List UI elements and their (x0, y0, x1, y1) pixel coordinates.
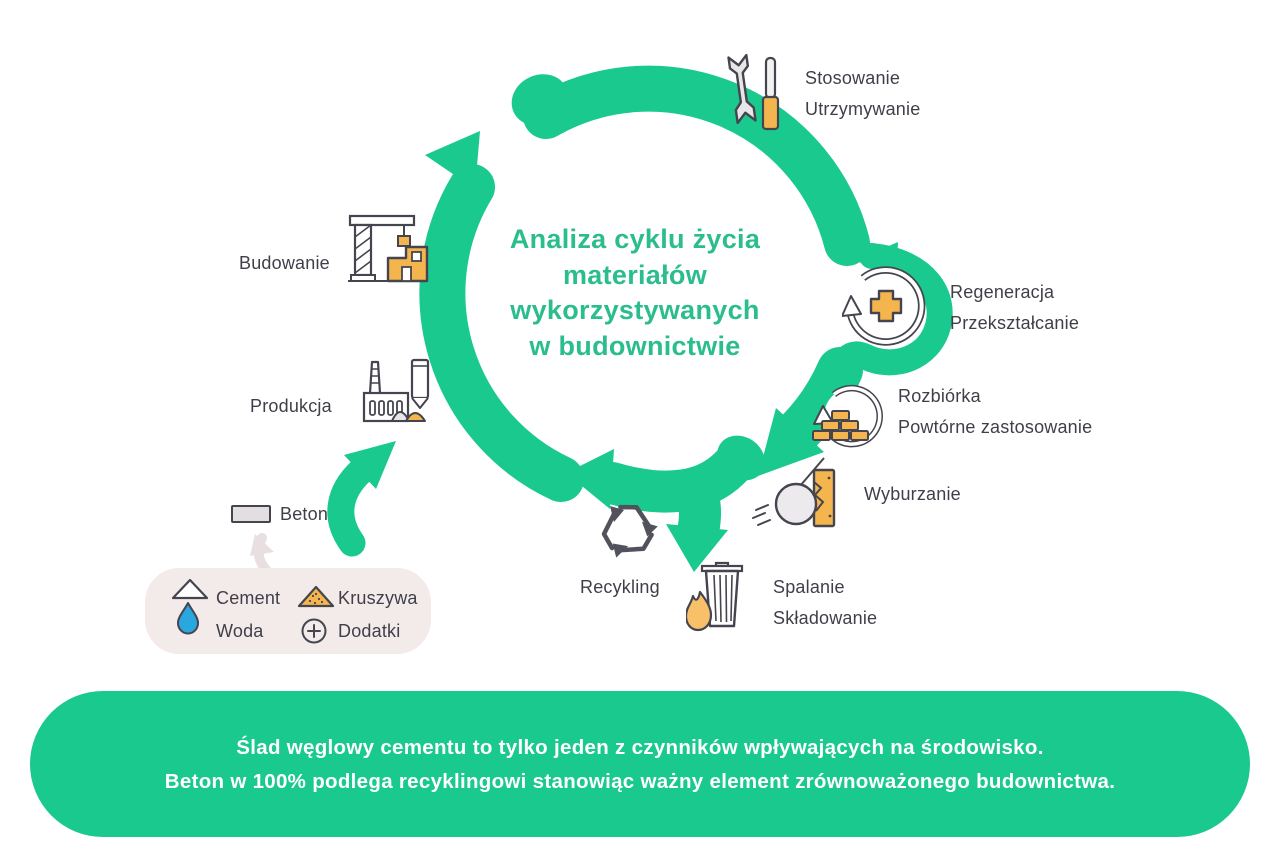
stage-label-rozbiorka: Rozbiórka Powtórne zastosowanie (898, 381, 1092, 443)
footer-banner: Ślad węglowy cementu to tylko jeden z cz… (30, 691, 1250, 837)
stage-line: Regeneracja (950, 282, 1055, 302)
legend-text: Dodatki (338, 621, 401, 641)
stage-label-produkcja: Produkcja (250, 391, 332, 422)
stage-line: Wyburzanie (864, 484, 961, 504)
legend-label-woda: Woda (216, 616, 264, 647)
stage-line: Rozbiórka (898, 386, 981, 406)
pill-to-beton-arrow (250, 533, 274, 574)
title-line: w budownictwie (529, 330, 741, 361)
bricks-reuse-icon (812, 384, 883, 448)
stage-label-stosowanie: Stosowanie Utrzymywanie (805, 63, 920, 125)
trash-fire-icon (686, 561, 744, 632)
stage-line: Powtórne zastosowanie (898, 417, 1093, 437)
title-line: materiałów (562, 259, 708, 290)
banner-line: Ślad węglowy cementu to tylko jeden z cz… (236, 736, 1044, 759)
stage-label-spalanie: Spalanie Składowanie (773, 572, 877, 634)
cement-triangle-icon (171, 578, 209, 600)
legend-text: Woda (216, 621, 264, 641)
stage-line: Spalanie (773, 577, 845, 597)
crane-icon (348, 214, 429, 283)
stage-line: Recykling (580, 577, 660, 597)
factory-icon (362, 358, 430, 423)
aggregate-pile-icon (297, 585, 335, 608)
recycling-icon (601, 504, 658, 558)
page-title: Analiza cyklu życia materiałów wykorzyst… (455, 222, 815, 364)
legend-text: Cement (216, 588, 281, 608)
title-line: Analiza cyklu życia (509, 224, 761, 254)
additives-plus-icon (301, 618, 327, 644)
stage-line: Składowanie (773, 608, 878, 628)
banner-line: Beton w 100% podlega recyklingowi stanow… (164, 770, 1116, 793)
stage-line: Produkcja (250, 396, 332, 416)
concrete-swatch (231, 505, 271, 523)
wrecking-ball-icon (752, 457, 836, 528)
wrench-screwdriver-icon (727, 53, 780, 131)
legend-text: Kruszywa (338, 588, 418, 608)
stage-label-budowanie: Budowanie (239, 248, 330, 279)
stage-line: Budowanie (239, 253, 330, 273)
legend-label-dodatki: Dodatki (338, 616, 400, 647)
beton-text: Beton (280, 504, 329, 524)
stage-label-recykling: Recykling (580, 572, 660, 603)
legend-label-kruszywa: Kruszywa (338, 583, 418, 614)
title-line: wykorzystywanych (510, 295, 760, 325)
stage-label-wyburzanie: Wyburzanie (864, 479, 961, 510)
stage-line: Przekształcanie (950, 313, 1080, 333)
water-drop-icon (177, 602, 199, 635)
regenerate-plus-icon (842, 266, 926, 346)
beton-label: Beton (280, 499, 328, 530)
stage-label-regeneracja: Regeneracja Przekształcanie (950, 277, 1079, 339)
stage-line: Stosowanie (805, 68, 901, 88)
legend-label-cement: Cement (216, 583, 280, 614)
stage-line: Utrzymywanie (805, 99, 921, 119)
